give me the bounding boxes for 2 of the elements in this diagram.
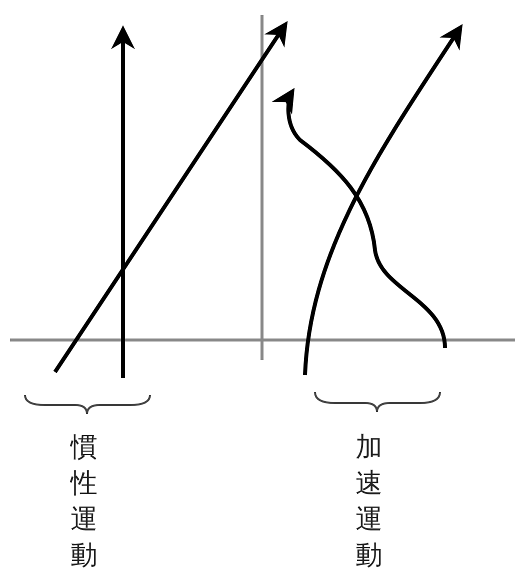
vertical-label: 慣性運動: [70, 431, 98, 573]
vertical-label: 加速運動: [355, 431, 383, 573]
